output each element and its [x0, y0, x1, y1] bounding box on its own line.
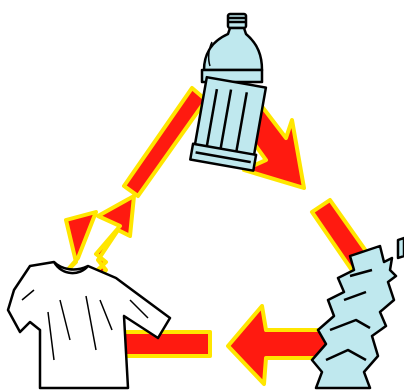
crushed-bottle — [310, 236, 404, 390]
t-shirt — [6, 260, 172, 390]
arrow-segment-upper-left — [122, 86, 208, 198]
arrow-head-up-left — [62, 210, 98, 276]
plastic-bottle — [189, 12, 268, 172]
